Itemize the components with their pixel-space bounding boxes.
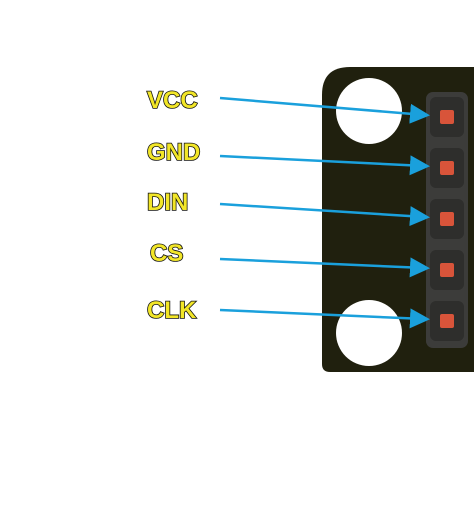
mounting-hole-bottom xyxy=(336,300,402,366)
arrow-din xyxy=(219,202,430,227)
pin-label-din: DIN xyxy=(147,189,188,216)
pin-pad-icon xyxy=(440,110,454,124)
pin-label-cs: CS xyxy=(150,240,183,267)
pin-label-vcc: VCC xyxy=(147,87,198,114)
pin-label-gnd: GND xyxy=(147,139,200,166)
pin-pad-icon xyxy=(440,314,454,328)
pin-pad-icon xyxy=(440,212,454,226)
arrow-vcc xyxy=(219,96,430,124)
labels-group: VCC GND DIN CS CLK xyxy=(146,86,201,325)
arrow-gnd xyxy=(219,154,430,176)
pin-label-clk: CLK xyxy=(147,297,197,324)
pin-pad-icon xyxy=(440,161,454,175)
pins-group xyxy=(430,97,464,341)
pin-pad-icon xyxy=(440,263,454,277)
arrow-clk xyxy=(219,308,430,329)
arrow-cs xyxy=(219,257,430,278)
arrows-group xyxy=(219,96,430,329)
